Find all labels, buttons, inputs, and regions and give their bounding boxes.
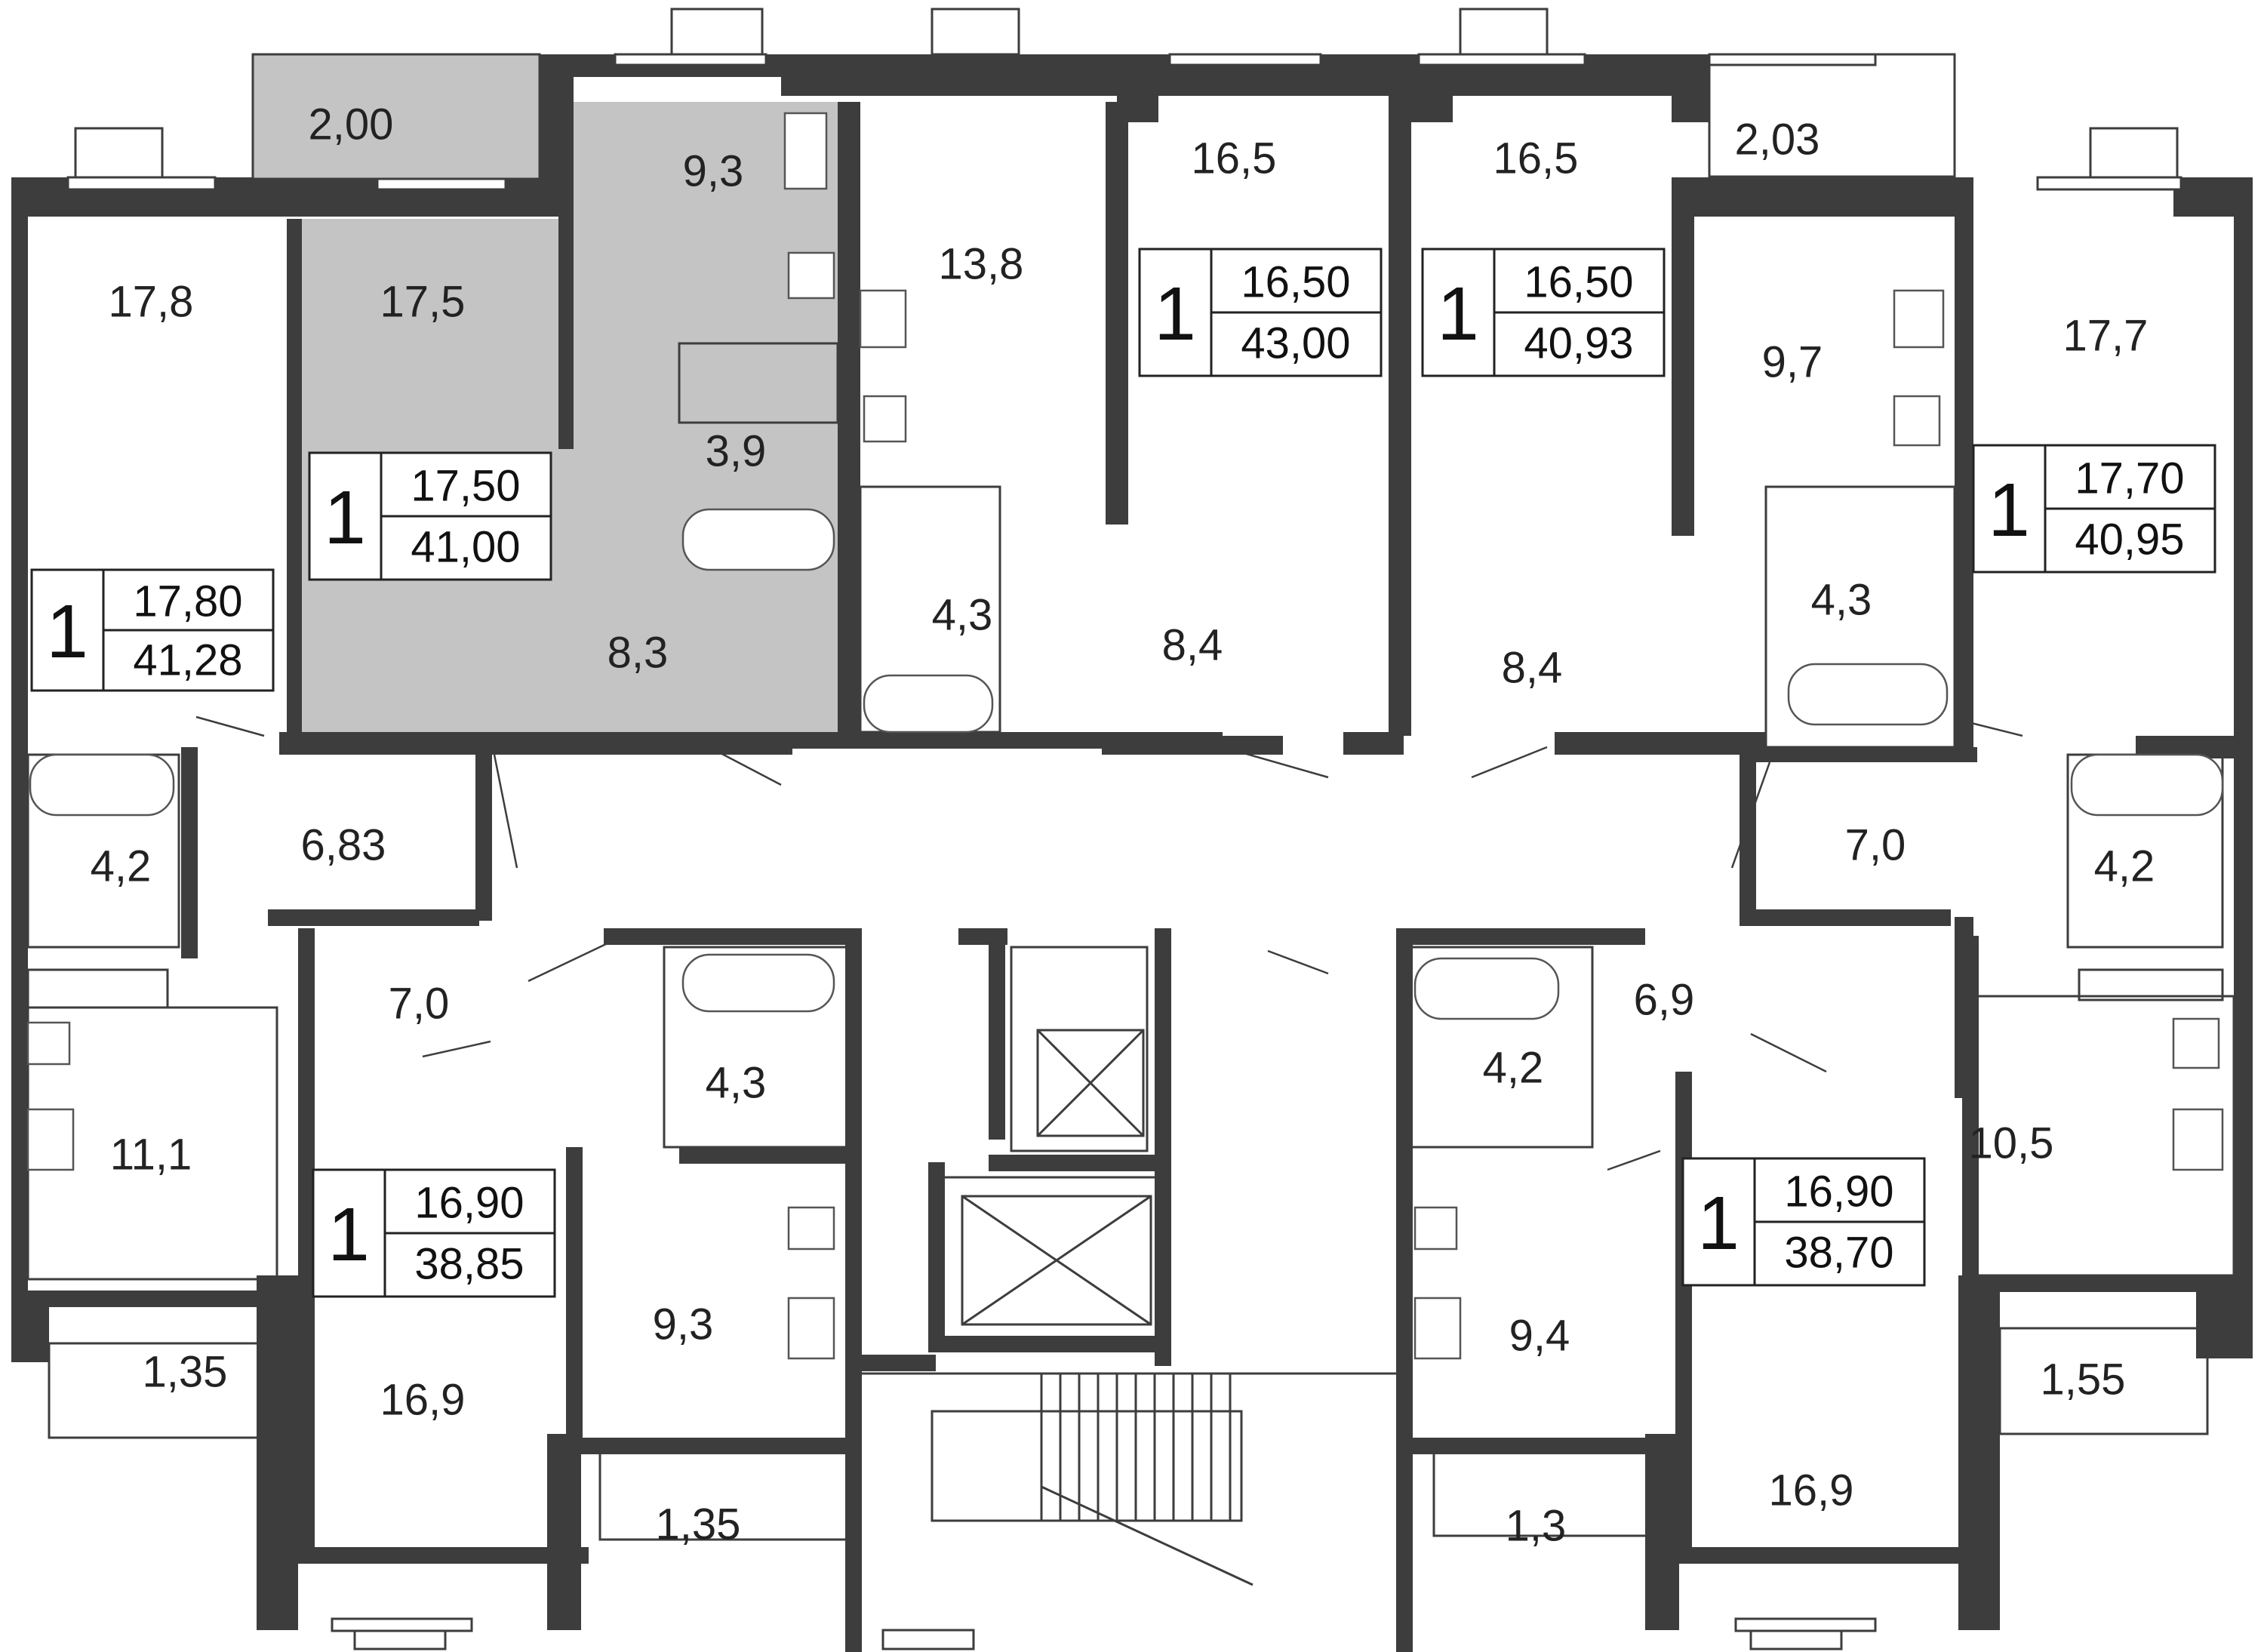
area-hall-a8: 6,9 (1634, 976, 1695, 1025)
area-balcony-a8: 1,3 (1506, 1502, 1567, 1551)
area-balcony-top-right: 2,03 (1735, 115, 1820, 165)
area-room-a5: 16,5 (1493, 134, 1579, 183)
apartment-living-area: 17,70 (2075, 454, 2184, 503)
apartment-living-area: 16,50 (1241, 258, 1350, 307)
apartment-living-area: 17,80 (133, 577, 242, 626)
area-room-a2: 17,5 (380, 278, 466, 327)
area-hall-a9: 7,0 (1845, 821, 1906, 870)
area-room-a6: 17,7 (2063, 312, 2149, 361)
apartment-tag-4: 1 16,50 40,93 (1421, 248, 1666, 377)
area-room-a8: 16,9 (1769, 1466, 1854, 1515)
area-bath-a3: 4,3 (932, 591, 993, 640)
area-kitchen-a9: 10,5 (1969, 1119, 2054, 1168)
area-kitchen-a3: 13,8 (939, 240, 1024, 289)
area-bath-a2: 3,9 (706, 427, 767, 476)
fixtures (26, 112, 2224, 1360)
walls (11, 54, 2253, 1652)
area-room-a4: 16,5 (1192, 134, 1277, 183)
area-bath-a6: 4,3 (1811, 576, 1872, 625)
area-hall-a2: 8,3 (608, 629, 669, 678)
elevators (961, 1029, 1152, 1326)
apartment-tag-1: 1 17,80 41,28 (30, 568, 275, 692)
area-kitchen-a2: 9,3 (683, 147, 744, 196)
apartment-tag-5: 1 17,70 40,95 (1972, 444, 2216, 574)
area-bath-a1: 4,2 (91, 842, 152, 891)
apartment-living-area: 17,50 (411, 462, 520, 511)
apartment-rooms: 1 (1697, 1181, 1740, 1266)
apartment-rooms: 1 (1988, 468, 2030, 552)
apartment-rooms: 1 (328, 1192, 370, 1277)
apartment-rooms: 1 (1437, 272, 1479, 356)
apartment-rooms: 1 (1154, 272, 1196, 356)
apartment-rooms: 1 (324, 475, 366, 560)
apartment-living-area: 16,50 (1524, 258, 1633, 307)
apartment-tag-2: 1 17,50 41,00 (308, 451, 552, 581)
area-balcony-top-left: 2,00 (309, 100, 394, 149)
staircase (931, 1374, 1254, 1586)
area-kitchen-a7: 9,3 (653, 1300, 714, 1349)
apartment-tag-3: 1 16,50 43,00 (1138, 248, 1383, 377)
area-hall-a1: 6,83 (301, 821, 386, 870)
apartment-total-area: 41,28 (133, 636, 242, 685)
area-bath-a9: 4,2 (2094, 842, 2155, 891)
apartment-tag-7: 1 16,90 38,70 (1681, 1157, 1926, 1287)
area-room-a7: 16,9 (380, 1376, 466, 1425)
apartment-total-area: 43,00 (1241, 319, 1350, 368)
area-balcony-a7: 1,35 (656, 1500, 741, 1549)
apartment-total-area: 40,93 (1524, 319, 1633, 368)
area-kitchen-a1: 11,1 (110, 1131, 192, 1180)
area-balcony-a1: 1,35 (143, 1348, 228, 1397)
area-hall-a7: 7,0 (389, 980, 450, 1029)
balconies (48, 53, 2209, 1541)
room-labels: 2,00 9,3 17,8 17,5 3,9 8,3 13,8 4,3 16,5… (91, 100, 2155, 1551)
door-swings (195, 715, 2023, 1171)
area-hall-a5: 8,4 (1502, 644, 1563, 693)
area-hall-a4: 8,4 (1162, 621, 1223, 670)
windows (66, 8, 2182, 1650)
apartment-total-area: 38,85 (414, 1240, 524, 1289)
apartment-total-area: 41,00 (411, 523, 520, 572)
area-bath-a8: 4,2 (1483, 1044, 1544, 1093)
area-kitchen-a6: 9,7 (1762, 338, 1823, 387)
apartment-total-area: 38,70 (1784, 1229, 1893, 1278)
apartment-rooms: 1 (46, 589, 88, 674)
area-bath-a7: 4,3 (706, 1059, 767, 1108)
area-kitchen-a8: 9,4 (1509, 1312, 1570, 1361)
apartment-living-area: 16,90 (1784, 1167, 1893, 1217)
area-room-a1: 17,8 (109, 278, 194, 327)
apartment-living-area: 16,90 (414, 1179, 524, 1228)
area-balcony-a9: 1,55 (2041, 1355, 2126, 1404)
apartment-tag-6: 1 16,90 38,85 (312, 1168, 556, 1298)
apartment-total-area: 40,95 (2075, 515, 2184, 565)
